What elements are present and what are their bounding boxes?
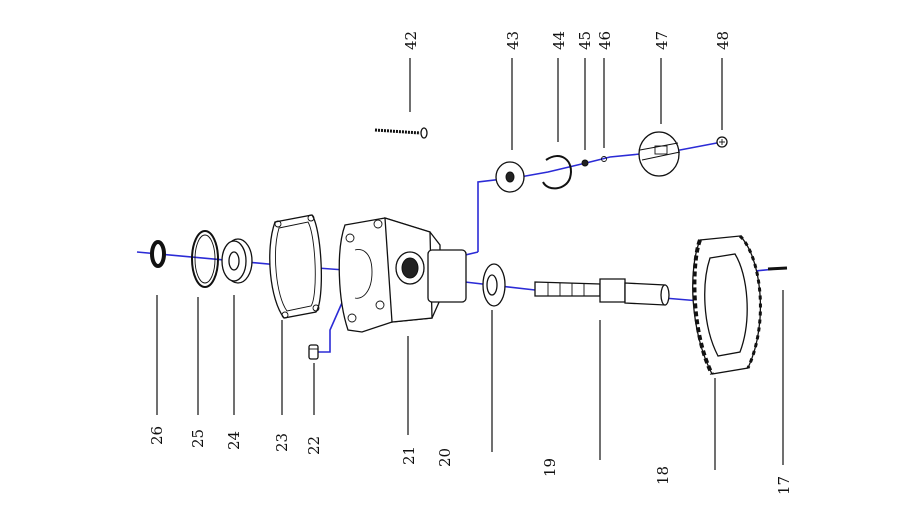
callout-19: 19 <box>541 458 559 477</box>
callout-18: 18 <box>654 466 672 485</box>
part-24-bearing <box>221 238 253 284</box>
part-46-small-ring <box>601 156 607 162</box>
callout-46: 46 <box>596 31 614 50</box>
callout-21: 21 <box>400 446 418 465</box>
part-22-pin <box>308 344 319 360</box>
part-19-shaft <box>534 278 670 306</box>
callout-43: 43 <box>504 31 522 50</box>
part-25-retaining-ring <box>191 230 219 288</box>
part-18-ring-gear <box>692 234 762 375</box>
part-17-screw <box>767 266 788 271</box>
part-26-snap-ring <box>150 240 166 268</box>
part-21-housing <box>338 217 467 333</box>
part-44-circlip <box>542 155 572 190</box>
part-48-screw <box>716 136 728 148</box>
callout-45: 45 <box>576 31 594 50</box>
callout-24: 24 <box>225 431 243 450</box>
callout-labels: 17 18 19 20 21 22 23 24 25 26 42 43 44 4… <box>148 31 793 495</box>
leader-lines <box>156 58 784 470</box>
part-45-ball <box>581 159 589 167</box>
callout-47: 47 <box>653 31 671 50</box>
callout-26: 26 <box>148 426 166 445</box>
callout-42: 42 <box>402 31 420 50</box>
callout-22: 22 <box>305 436 323 455</box>
callout-48: 48 <box>714 31 732 50</box>
part-20-washer <box>482 263 506 307</box>
callout-25: 25 <box>189 429 207 448</box>
callout-23: 23 <box>273 433 291 452</box>
part-42-bolt <box>374 127 428 139</box>
callout-20: 20 <box>436 448 454 467</box>
part-47-knob <box>638 131 681 177</box>
part-43-cap <box>495 161 525 193</box>
callout-17: 17 <box>775 476 793 495</box>
part-23-gasket <box>269 214 322 319</box>
callout-44: 44 <box>550 31 568 50</box>
